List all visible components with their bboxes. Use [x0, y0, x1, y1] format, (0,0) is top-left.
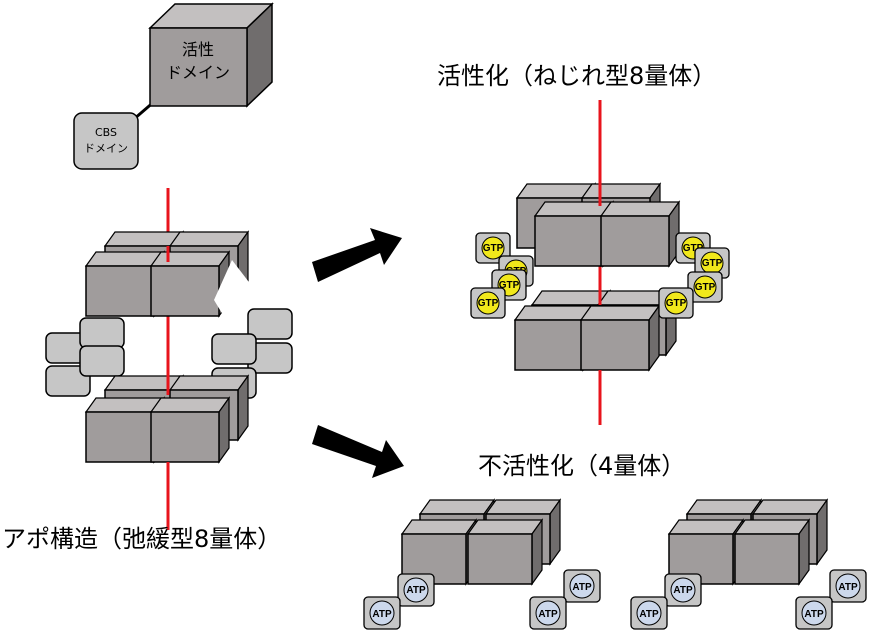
svg-text:GTP: GTP: [702, 258, 723, 269]
svg-text:ATP: ATP: [372, 609, 392, 620]
cbs-domain-label-2: ドメイン: [84, 142, 128, 155]
svg-text:GTP: GTP: [478, 298, 499, 309]
svg-text:ATP: ATP: [804, 609, 824, 620]
gtp-tile: GTP: [658, 287, 694, 319]
svg-text:ATP: ATP: [572, 582, 592, 593]
active-label: 活性化（ねじれ型8量体）: [437, 62, 716, 90]
svg-text:ATP: ATP: [406, 585, 426, 596]
active-domain-label-2: ドメイン: [166, 63, 230, 82]
active-domain-label-1: 活性: [182, 40, 214, 59]
active-octamer: GTP GTP GTP GTP GTP GTP GTP GTP: [470, 100, 730, 425]
gtp-tile: GTP: [687, 271, 723, 303]
legend-monomer: 活性 ドメイン CBS ドメイン: [73, 2, 274, 170]
svg-text:ATP: ATP: [639, 609, 659, 620]
svg-text:ATP: ATP: [673, 585, 693, 596]
atp-tile: ATP: [829, 569, 867, 603]
atp-tile: ATP: [664, 573, 702, 607]
atp-tile: ATP: [397, 573, 435, 607]
inactive-tetramer-2: ATP ATP ATP ATP: [630, 499, 867, 630]
atp-tile: ATP: [529, 596, 567, 630]
inactive-tetramer-1: ATP ATP ATP ATP: [363, 499, 601, 630]
atp-tile: ATP: [363, 596, 401, 630]
arrow-to-inactive: [312, 425, 404, 478]
svg-text:ATP: ATP: [838, 582, 858, 593]
svg-text:GTP: GTP: [695, 282, 716, 293]
atp-tile: ATP: [795, 596, 833, 630]
active-domain-cube: [148, 2, 274, 108]
svg-text:GTP: GTP: [483, 243, 504, 254]
svg-text:ATP: ATP: [538, 609, 558, 620]
inactive-label: 不活性化（4量体）: [478, 452, 685, 480]
arrow-to-active: [312, 228, 402, 282]
cbs-domain-box: [73, 112, 139, 170]
svg-text:GTP: GTP: [499, 280, 520, 291]
svg-text:GTP: GTP: [683, 243, 704, 254]
atp-tile: ATP: [563, 569, 601, 603]
gtp-tile: GTP: [491, 269, 527, 301]
cbs-domain-label-1: CBS: [95, 126, 117, 139]
apo-octamer: [45, 188, 293, 530]
gtp-tile: GTP: [475, 232, 511, 264]
gtp-tile: GTP: [470, 287, 506, 319]
svg-text:GTP: GTP: [666, 298, 687, 309]
gtp-tile: GTP: [694, 247, 730, 279]
atp-tile: ATP: [630, 596, 668, 630]
gtp-tile: GTP: [675, 232, 711, 264]
apo-label: アポ構造（弛緩型8量体）: [2, 525, 281, 553]
